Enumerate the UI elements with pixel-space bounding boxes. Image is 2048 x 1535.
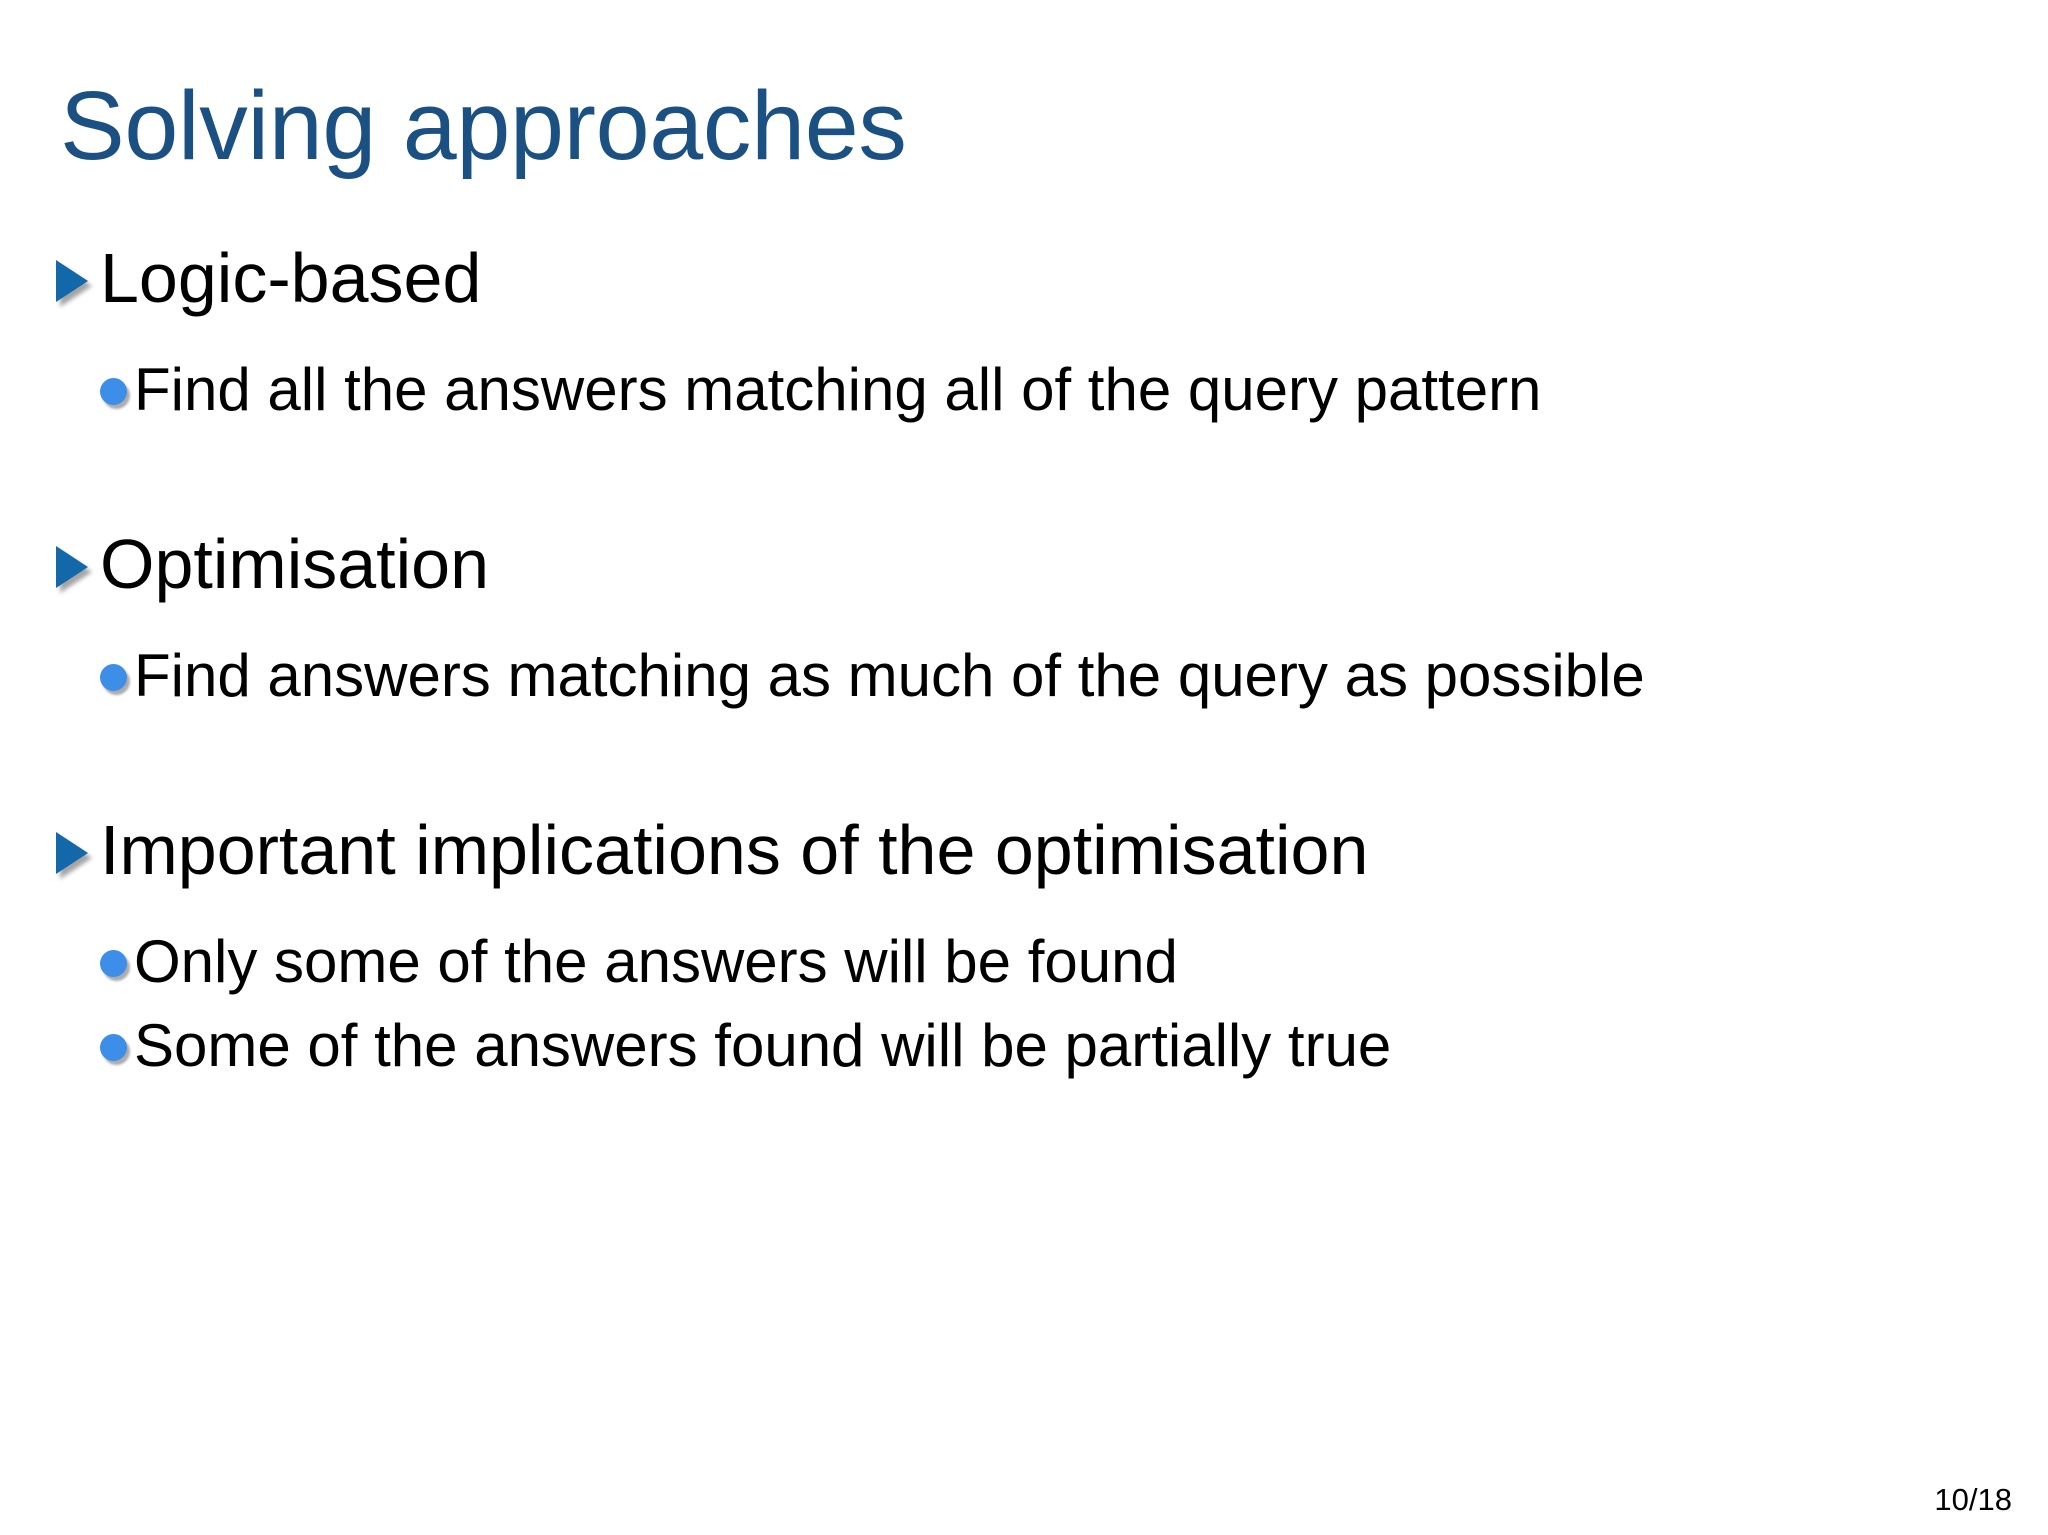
- bullet-group: Optimisation Find answers matching as mu…: [0, 518, 2048, 718]
- filled-circle-icon: [100, 920, 134, 1004]
- bullet-level2-label: Some of the answers found will be partia…: [134, 1012, 1392, 1079]
- bullet-level1-label: Optimisation: [100, 525, 490, 603]
- section-spacer: [0, 718, 2048, 804]
- section-spacer: [0, 432, 2048, 518]
- bullet-group: Logic-based Find all the answers matchin…: [0, 232, 2048, 432]
- triangle-right-icon: [56, 518, 100, 610]
- triangle-right-icon: [56, 804, 100, 896]
- bullet-level2: Only some of the answers will be found: [0, 920, 2048, 1004]
- bullet-group: Important implications of the optimisati…: [0, 804, 2048, 1088]
- filled-circle-icon: [100, 348, 134, 432]
- bullet-level1: Optimisation: [0, 518, 2048, 610]
- bullet-level1-label: Logic-based: [100, 239, 482, 317]
- bullet-level2: Find answers matching as much of the que…: [0, 634, 2048, 718]
- bullet-level2-label: Find answers matching as much of the que…: [134, 642, 1645, 709]
- bullet-level2: Find all the answers matching all of the…: [0, 348, 2048, 432]
- slide-title: Solving approaches: [60, 71, 907, 180]
- bullet-level1-label: Important implications of the optimisati…: [100, 811, 1369, 889]
- bullet-level2: Some of the answers found will be partia…: [0, 1004, 2048, 1088]
- bullet-level2-label: Find all the answers matching all of the…: [134, 356, 1542, 423]
- filled-circle-icon: [100, 1004, 134, 1088]
- bullet-level1: Important implications of the optimisati…: [0, 804, 2048, 896]
- page-number: 10/18: [1934, 1482, 2012, 1517]
- bullet-level2-label: Only some of the answers will be found: [134, 928, 1178, 995]
- bullet-level1: Logic-based: [0, 232, 2048, 324]
- filled-circle-icon: [100, 634, 134, 718]
- slide-body: Logic-based Find all the answers matchin…: [0, 232, 2048, 1088]
- triangle-right-icon: [56, 232, 100, 324]
